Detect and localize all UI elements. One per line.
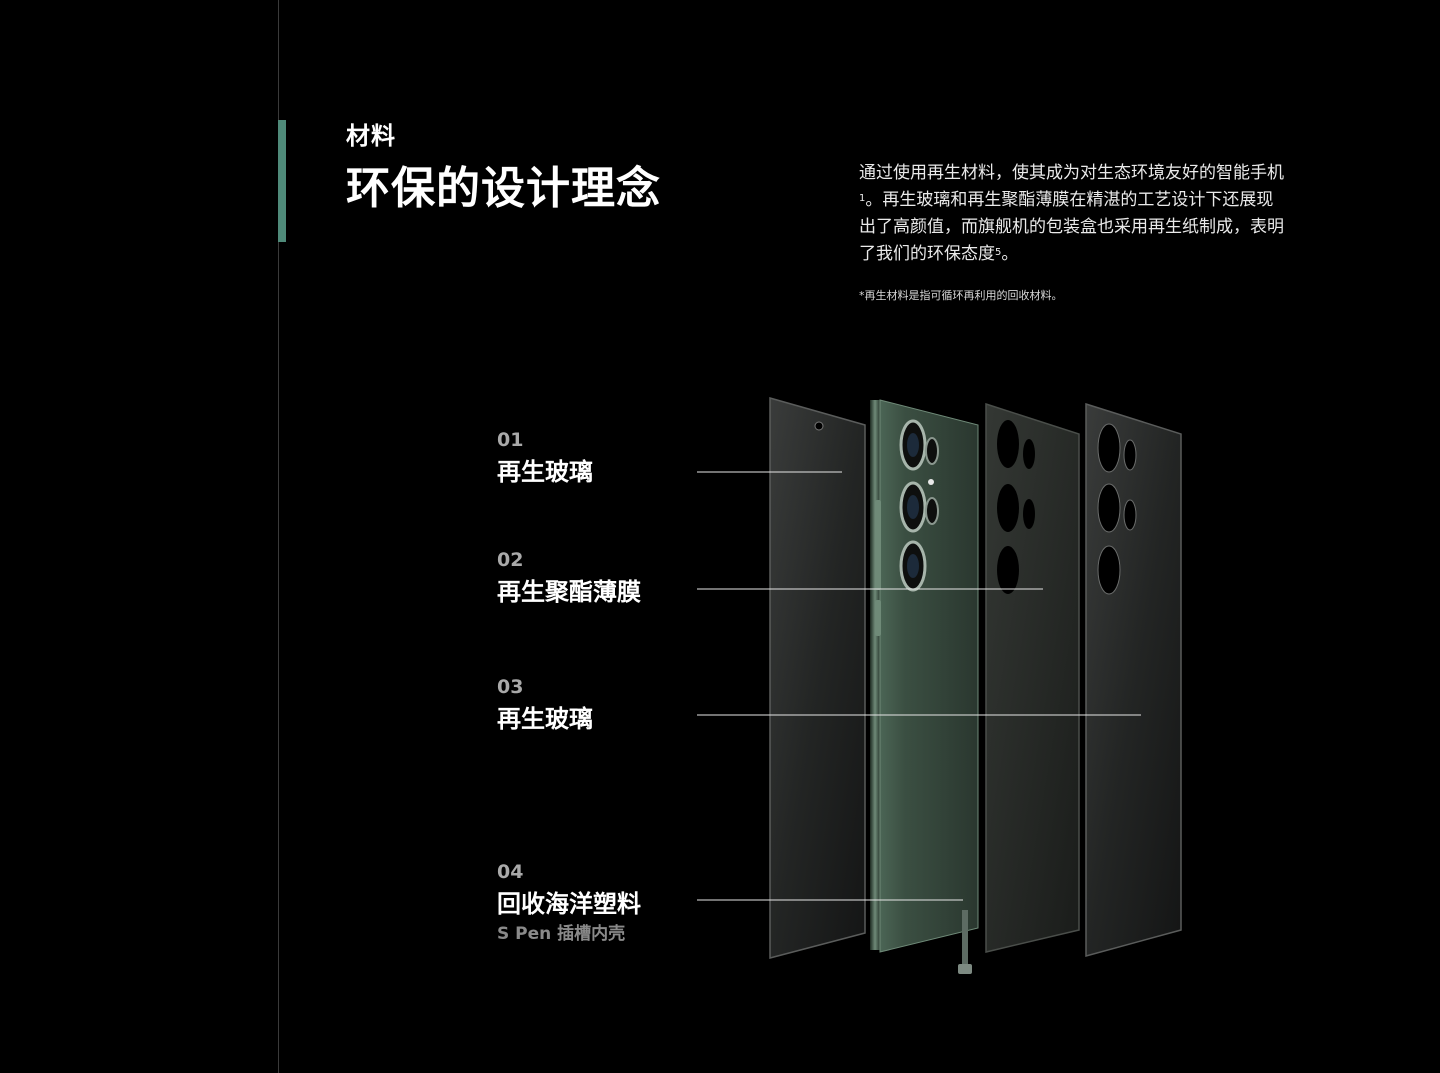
section-description: 通过使用再生材料，使其成为对生态环境友好的智能手机 1。再生玻璃和再生聚酯薄膜在精…: [859, 160, 1289, 268]
description-text-2: 。再生玻璃和再生聚酯薄膜在精湛的工艺设计下还展现出了高颜值，而旗舰机的包装盒也采…: [859, 190, 1284, 264]
material-label-01: 01 再生玻璃: [497, 428, 593, 488]
section-eyebrow: 材料: [346, 122, 396, 150]
description-text-3: 。: [1001, 244, 1019, 264]
material-number: 03: [497, 676, 524, 698]
s-pen-icon: [958, 910, 972, 974]
footnote-ref-5[interactable]: 5: [995, 247, 1002, 258]
material-name: 再生玻璃: [497, 458, 593, 486]
front-camera-hole-icon: [814, 421, 824, 431]
camera-module-icon: [899, 419, 939, 592]
recycled-material-footnote: *再生材料是指可循环再利用的回收材料。: [859, 289, 1063, 302]
section-accent-bar: [278, 120, 286, 242]
section-headline: 环保的设计理念: [346, 163, 661, 214]
material-label-04: 04 回收海洋塑料 S Pen 插槽内壳: [497, 860, 641, 946]
description-text-1: 通过使用再生材料，使其成为对生态环境友好的智能手机: [859, 163, 1284, 183]
power-button: [875, 600, 881, 636]
material-number: 02: [497, 549, 524, 571]
footnote-ref-1[interactable]: 1: [859, 193, 866, 204]
material-number: 04: [497, 861, 524, 883]
material-label-03: 03 再生玻璃: [497, 675, 593, 735]
phone-body: [870, 399, 979, 974]
vertical-divider-line: [278, 0, 279, 1073]
back-glass-panel: [1085, 402, 1182, 957]
front-glass-panel: [769, 397, 866, 959]
volume-button: [875, 500, 881, 590]
material-subtitle: S Pen 插槽内壳: [497, 924, 626, 944]
material-number: 01: [497, 429, 524, 451]
polyester-film-panel: [985, 402, 1080, 953]
material-name: 再生聚酯薄膜: [497, 578, 641, 606]
material-name: 再生玻璃: [497, 705, 593, 733]
material-label-02: 02 再生聚酯薄膜: [497, 548, 641, 608]
material-name: 回收海洋塑料: [497, 890, 641, 918]
